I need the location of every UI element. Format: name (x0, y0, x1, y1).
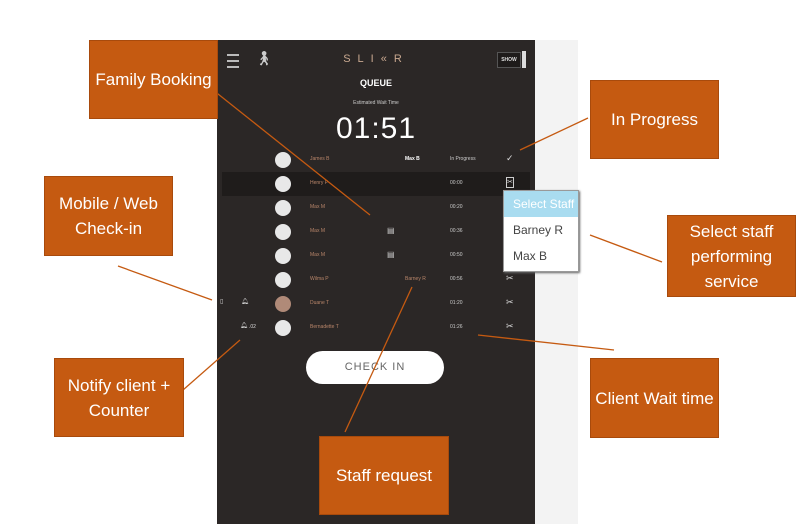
wait-time: 00:20 (450, 204, 463, 210)
queue-row[interactable]: Max M ▤ 00:36 (222, 220, 530, 244)
progress-line (519, 117, 589, 151)
queue-row[interactable]: 🔔︎ .02 Bernadette T 01:26 ✂ (222, 316, 530, 340)
scissors-icon[interactable]: ✂ (506, 321, 514, 331)
bell-icon[interactable]: 🔔︎ (240, 323, 248, 329)
client-name: Henry P (310, 180, 329, 186)
client-name: Duane T (310, 300, 330, 306)
client-name: Max M (310, 204, 325, 210)
page-title: QUEUE (359, 78, 392, 88)
assigned-staff: Max B (405, 156, 420, 162)
annotation-select-staff: Select staff performing service (667, 215, 796, 297)
logo: SLI«R (343, 53, 409, 65)
avatar (275, 248, 291, 264)
family-booking-icon: ▤ (387, 226, 395, 235)
mobile-line (117, 265, 213, 301)
annotation-client-wait: Client Wait time (590, 358, 719, 438)
avatar (275, 272, 291, 288)
dropdown-option-max[interactable]: Max B (513, 249, 548, 263)
wait-time: In Progress (450, 156, 476, 162)
annotation-notify-client: Notify client + Counter (54, 358, 184, 437)
notify-line (182, 339, 241, 391)
queue-row[interactable]: ▯ 🔔︎ Duane T 01:20 ✂ (220, 292, 530, 316)
family-booking-icon: ▤ (387, 250, 395, 259)
wait-time: 01:20 (450, 300, 463, 306)
select-line (589, 234, 663, 263)
queue-row[interactable]: James B Max B In Progress ✓ (222, 148, 530, 172)
family-line (212, 89, 371, 216)
scissors-icon[interactable]: ✂ (506, 177, 514, 188)
client-name: Wilma P (310, 276, 329, 282)
dropdown-option-select-staff[interactable]: Select Staff (504, 191, 578, 217)
avatar (275, 152, 291, 168)
wait-time: 00:56 (450, 276, 463, 282)
show-toggle[interactable] (522, 51, 526, 68)
notify-counter: .02 (249, 324, 256, 330)
scissors-icon[interactable]: ✂ (506, 273, 514, 283)
wait-time: 01:26 (450, 324, 463, 330)
hamburger-menu-icon[interactable] (227, 54, 239, 68)
avatar (275, 224, 291, 240)
side-strip (535, 40, 578, 524)
client-name: Max M (310, 252, 325, 258)
annotation-mobile-checkin: Mobile / Web Check-in (44, 176, 173, 256)
wait-time: 00:36 (450, 228, 463, 234)
bell-icon[interactable]: 🔔︎ (241, 299, 249, 305)
queue-row[interactable]: Henry P 00:00 ✂ (222, 172, 530, 196)
request-line (344, 286, 413, 433)
show-button[interactable]: SHOW (497, 52, 521, 68)
requested-staff: Barney R (405, 276, 426, 282)
avatar (275, 200, 291, 216)
avatar (275, 320, 291, 336)
avatar (275, 176, 291, 192)
wait-time: 00:00 (450, 180, 463, 186)
queue-row[interactable]: Wilma P Barney R 00:56 ✂ (222, 268, 530, 292)
app-panel: 🚶︎ SLI«R SHOW QUEUE Estimated Wait Time … (217, 40, 535, 524)
annotation-in-progress: In Progress (590, 80, 719, 159)
client-name: James B (310, 156, 330, 162)
checkmark-icon[interactable]: ✓ (506, 153, 514, 163)
queue-row[interactable]: Max M ▤ 00:50 (222, 244, 530, 268)
wait-line (477, 334, 615, 351)
wait-timer: 01:51 (335, 112, 417, 145)
wait-time: 00:50 (450, 252, 463, 258)
client-name: Max M (310, 228, 325, 234)
queue-row[interactable]: Max M 00:20 (222, 196, 530, 220)
staff-dropdown[interactable]: Select Staff Barney R Max B (503, 190, 579, 272)
walk-in-icon[interactable]: 🚶︎ (255, 50, 273, 66)
scissors-icon[interactable]: ✂ (506, 297, 514, 307)
annotation-family-booking: Family Booking (89, 40, 218, 119)
dropdown-option-barney[interactable]: Barney R (513, 223, 564, 237)
avatar (275, 296, 291, 312)
wait-label: Estimated Wait Time (353, 100, 399, 106)
client-name: Bernadette T (310, 324, 339, 330)
mobile-icon: ▯ (220, 299, 224, 305)
annotation-staff-request: Staff request (319, 436, 449, 515)
